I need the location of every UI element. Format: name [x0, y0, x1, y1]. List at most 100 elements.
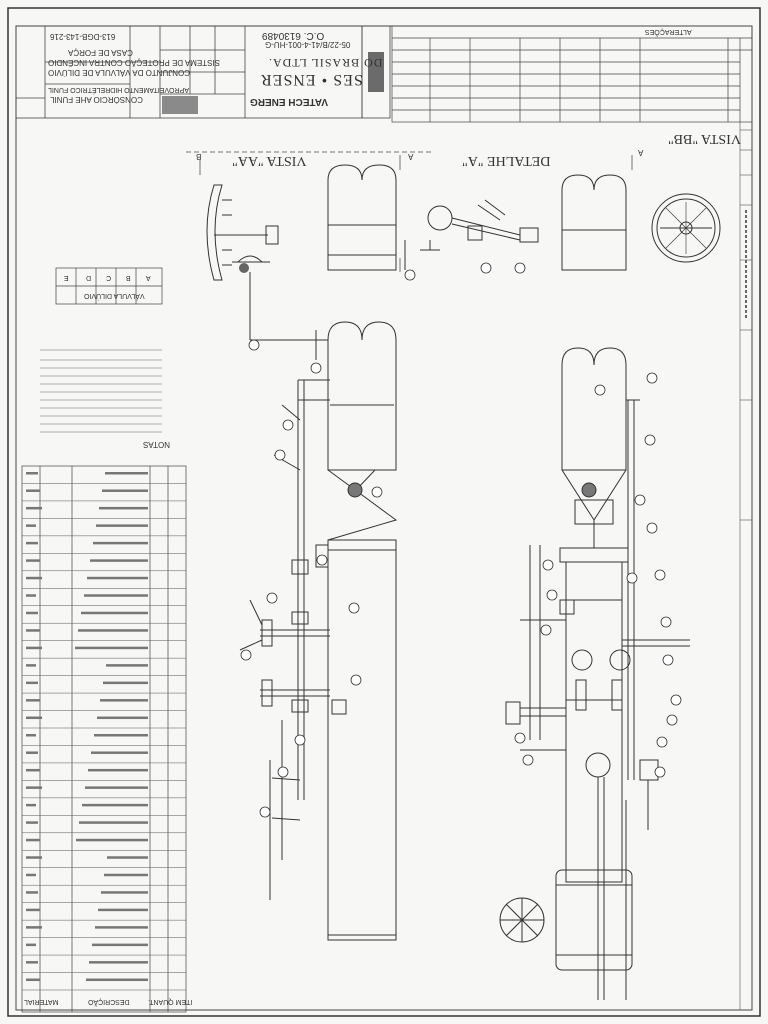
parts-row-illegible-text — [98, 908, 148, 912]
drawing-number: 613-DGB-143-216 — [50, 32, 116, 41]
drain-wheel — [499, 897, 545, 943]
parts-col-mat: MATERIAL — [24, 998, 59, 1005]
parts-col-item: ITEM QUANT. — [148, 998, 193, 1005]
outer-border — [7, 7, 761, 1017]
parts-row-illegible-text — [107, 856, 148, 859]
parts-row-illegible-material — [26, 541, 38, 545]
parts-row-illegible-text — [99, 506, 148, 510]
client-logo — [162, 96, 198, 114]
parts-row-illegible-material — [26, 908, 40, 912]
parts-row-illegible-text — [105, 472, 148, 475]
vista-aa-title: VISTA "AA" — [232, 153, 307, 168]
left-callouts — [240, 339, 383, 818]
parts-row-illegible-text — [82, 803, 148, 807]
parts-row-illegible-material — [26, 576, 42, 580]
left-assembly — [239, 164, 398, 941]
valve-col-a: A — [146, 274, 151, 281]
parts-row-illegible-text — [85, 786, 148, 789]
parts-row-illegible-material — [26, 472, 38, 475]
parts-list-table — [21, 465, 187, 1013]
parts-col-desc: DESCRIÇÃO — [88, 998, 130, 1005]
inner-border — [15, 25, 753, 1011]
parts-row-illegible-material — [26, 856, 42, 859]
parts-row-illegible-text — [92, 943, 148, 947]
right-margin-strip — [739, 122, 752, 1010]
parts-row-illegible-material — [26, 506, 42, 510]
parts-row-illegible-material — [26, 838, 40, 842]
parts-row-illegible-text — [86, 978, 148, 982]
valve-col-e: E — [64, 274, 69, 281]
parts-list-rows — [22, 483, 186, 991]
drawing-line2: SISTEMA DE PROTEÇÃO CONTRA INCÊNDIO — [48, 58, 221, 67]
detalhe-a-title: DETALHE "A" — [462, 153, 551, 168]
parts-row-illegible-material — [26, 803, 36, 807]
parts-row-illegible-material — [26, 873, 36, 877]
section-marker-a-right: A — [638, 148, 644, 157]
parts-row-illegible-material — [26, 559, 40, 562]
parts-row-illegible-text — [100, 699, 148, 702]
parts-row-illegible-material — [26, 891, 38, 894]
parts-row-illegible-material — [26, 489, 40, 492]
parts-row-illegible-material — [26, 768, 40, 772]
parts-row-illegible-text — [93, 541, 148, 545]
parts-row-illegible-material — [26, 751, 38, 754]
sight-glass-right — [581, 482, 597, 498]
right-callouts — [514, 372, 682, 778]
detail-callouts — [404, 262, 526, 281]
parts-row-illegible-material — [26, 943, 36, 947]
parts-row-illegible-text — [103, 681, 148, 685]
parts-row-illegible-text — [81, 611, 148, 615]
parts-row-illegible-material — [26, 629, 40, 632]
parts-row-illegible-text — [94, 734, 148, 737]
company-name-1: VATECH ENERG — [250, 96, 328, 107]
company-name-2: SES • ENSER — [260, 71, 363, 88]
section-markers — [199, 155, 633, 272]
parts-row-illegible-material — [26, 961, 38, 964]
vista-bb-title: VISTA "BB" — [668, 131, 741, 146]
parts-row-illegible-material — [26, 699, 40, 702]
parts-row-illegible-material — [26, 524, 36, 527]
vista-aa-valve — [239, 263, 249, 273]
company-name-2b: DO BRASIL LTDA. — [268, 56, 383, 70]
parts-row-illegible-text — [96, 524, 148, 527]
parts-row-illegible-material — [26, 734, 36, 737]
parts-row-illegible-text — [106, 664, 148, 667]
parts-row-illegible-material — [26, 646, 42, 650]
revision-block — [391, 25, 753, 123]
parts-row-illegible-text — [79, 821, 148, 824]
parts-row-illegible-text — [91, 751, 148, 754]
valve-table — [55, 267, 163, 305]
project-line2: APROVEITAMENTO HIDRELÉTRICO FUNIL — [48, 86, 189, 93]
parts-row-illegible-material — [26, 681, 38, 685]
valve-col-c: C — [106, 274, 112, 281]
parts-row-illegible-text — [90, 559, 148, 562]
parts-row-illegible-text — [95, 926, 148, 929]
parts-row-illegible-text — [84, 594, 148, 597]
notes-heading: NOTAS — [143, 440, 170, 449]
section-marker-b: B — [196, 152, 202, 161]
parts-row-illegible-text — [88, 768, 148, 772]
parts-row-illegible-text — [89, 961, 148, 964]
parts-row-illegible-text — [97, 716, 148, 720]
revisions-header: ALTERAÇÕES — [645, 28, 692, 35]
company-logo — [368, 52, 384, 92]
drawing-line3: CASA DE FORÇA — [68, 48, 133, 57]
parts-row-illegible-text — [101, 891, 148, 894]
right-assembly — [505, 174, 690, 1000]
drawing-line1: CONJUNTO DA VÁLVULA DE DILÚVIO — [48, 68, 190, 77]
parts-row-illegible-text — [75, 646, 148, 650]
parts-row-illegible-material — [26, 664, 36, 667]
parts-row-illegible-material — [26, 594, 36, 597]
doc-ref: 05-22/B/41-4-001-HU-G — [265, 40, 351, 49]
parts-row-illegible-material — [26, 978, 40, 982]
parts-row-illegible-material — [26, 716, 42, 720]
parts-row-illegible-text — [102, 489, 148, 492]
parts-list-text — [26, 472, 148, 982]
notes-block — [40, 349, 162, 433]
vista-aa-view — [186, 151, 432, 341]
parts-row-illegible-material — [26, 611, 38, 615]
valve-col-d: D — [86, 274, 92, 281]
valve-col-b: B — [126, 274, 131, 281]
